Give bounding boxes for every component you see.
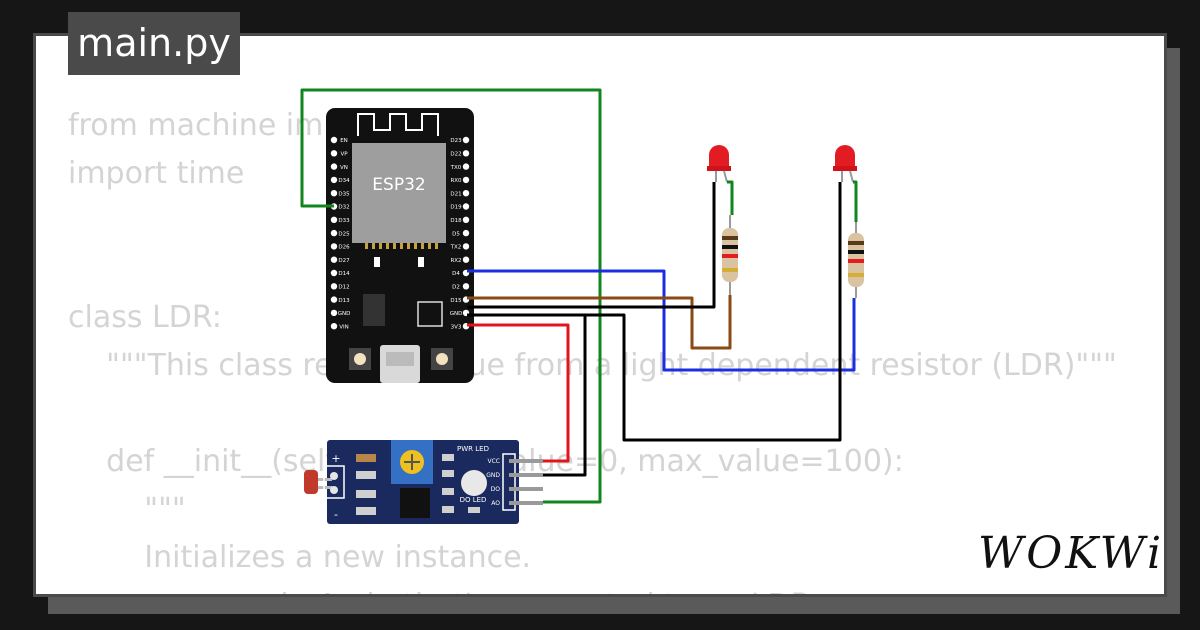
wire-black-gnd-to-module[interactable] bbox=[467, 313, 587, 477]
right-pin-label: TX0 bbox=[450, 165, 462, 171]
left-pin-label: VN bbox=[340, 165, 348, 171]
ldr-module[interactable]: + - PWR LED DO LED VCC GND DO AO bbox=[304, 440, 543, 524]
left-pin-vn[interactable] bbox=[330, 163, 338, 170]
right-pin-tx0[interactable] bbox=[462, 163, 470, 170]
resistor-1[interactable] bbox=[722, 215, 738, 295]
code-line: class LDR: bbox=[68, 300, 222, 335]
wire-green-d32-to-ao[interactable] bbox=[300, 88, 602, 504]
pwr-led bbox=[461, 470, 487, 496]
right-pin-rx2[interactable] bbox=[462, 256, 470, 263]
wire-black-gnd-to-led1[interactable] bbox=[467, 182, 716, 309]
file-tab[interactable]: main.py bbox=[68, 12, 240, 75]
right-pin-d21[interactable] bbox=[462, 190, 470, 197]
esp32-chip bbox=[352, 143, 446, 243]
voltage-regulator bbox=[363, 294, 385, 326]
right-pin-tx2[interactable] bbox=[462, 243, 470, 250]
left-pin-gnd[interactable] bbox=[330, 309, 338, 317]
right-pin-label: D18 bbox=[450, 218, 462, 224]
plus-label: + bbox=[331, 452, 340, 465]
left-pin-d12[interactable] bbox=[330, 283, 338, 290]
left-pin-label: D33 bbox=[338, 218, 350, 224]
right-pin-d19[interactable] bbox=[462, 203, 470, 210]
right-pin-d2[interactable] bbox=[462, 283, 470, 290]
pin-label-gnd: GND bbox=[486, 472, 500, 479]
right-pin-label: D15 bbox=[450, 298, 462, 304]
left-pin-d26[interactable] bbox=[330, 243, 338, 250]
right-pin-label: GND bbox=[450, 311, 463, 317]
left-pin-label: D35 bbox=[338, 191, 350, 197]
left-pin-vin[interactable] bbox=[330, 323, 338, 330]
left-pin-d27[interactable] bbox=[330, 256, 338, 263]
right-pin-label: D21 bbox=[450, 191, 461, 197]
left-pin-label: D34 bbox=[338, 178, 350, 184]
left-pin-d33[interactable] bbox=[330, 216, 338, 223]
left-pin-label: VP bbox=[340, 152, 348, 158]
left-pin-label: D26 bbox=[338, 245, 350, 251]
left-pin-d14[interactable] bbox=[330, 269, 338, 277]
usb-uart-chip bbox=[417, 301, 443, 327]
do-led-label: DO LED bbox=[460, 496, 487, 504]
pin-label-vcc: VCC bbox=[488, 458, 500, 465]
resistor-2[interactable] bbox=[848, 222, 864, 298]
right-pin-label: RX0 bbox=[450, 178, 462, 184]
right-pin-rx0[interactable] bbox=[462, 176, 470, 184]
esp32-board[interactable]: ESP32 ENVPVND34D35D32D33D25D26D27D14D12D… bbox=[326, 108, 474, 383]
code-line: """ bbox=[68, 492, 186, 527]
left-pin-label: D12 bbox=[338, 285, 349, 291]
left-pin-label: D27 bbox=[338, 258, 350, 264]
right-pin-d18[interactable] bbox=[462, 216, 470, 223]
pin-label-do: DO bbox=[491, 486, 501, 493]
led-2[interactable] bbox=[833, 145, 857, 183]
pin-label-ao: AO bbox=[491, 500, 500, 507]
wire-brown-d15-to-resistor1[interactable] bbox=[467, 295, 732, 350]
wire-green-led2[interactable] bbox=[853, 180, 858, 222]
chip-label: ESP32 bbox=[372, 175, 425, 195]
left-pin-en[interactable] bbox=[330, 136, 338, 144]
wire-green-led1[interactable] bbox=[727, 180, 734, 215]
code-line: Initializes a new instance. bbox=[68, 540, 532, 575]
left-pin-d35[interactable] bbox=[330, 190, 338, 197]
right-pin-d22[interactable] bbox=[462, 150, 470, 157]
right-pin-label: RX2 bbox=[450, 258, 461, 264]
left-pin-label: D13 bbox=[338, 298, 350, 304]
wire-red-3v3-to-vcc[interactable] bbox=[467, 323, 570, 463]
code-line: :param pin A pin that's connected to an … bbox=[68, 588, 820, 594]
left-pin-d25[interactable] bbox=[330, 229, 338, 237]
right-pin-label: TX2 bbox=[450, 245, 462, 251]
wokwi-logo: WOKWi bbox=[978, 528, 1165, 579]
left-pin-label: D32 bbox=[338, 205, 349, 211]
pwr-led-label: PWR LED bbox=[457, 445, 489, 453]
left-pin-vp[interactable] bbox=[330, 150, 338, 157]
wire-black-gnd-to-led2[interactable] bbox=[467, 182, 842, 442]
right-pin-label: D19 bbox=[450, 205, 462, 211]
left-pin-d34[interactable] bbox=[330, 176, 338, 184]
left-pin-label: D25 bbox=[338, 231, 350, 237]
right-pin-label: D22 bbox=[450, 152, 461, 158]
led-1[interactable] bbox=[707, 145, 731, 183]
right-pin-label: D2 bbox=[452, 285, 460, 291]
left-pin-label: D14 bbox=[338, 271, 350, 277]
right-pin-label: D23 bbox=[450, 138, 462, 144]
left-pin-d13[interactable] bbox=[330, 296, 338, 303]
left-pin-label: EN bbox=[340, 138, 348, 144]
left-pin-label: VIN bbox=[339, 324, 349, 330]
right-pin-label: D5 bbox=[452, 231, 460, 237]
right-pin-d5[interactable] bbox=[462, 229, 470, 237]
minus-label: - bbox=[334, 508, 338, 521]
right-pin-label: 3V3 bbox=[451, 324, 462, 330]
wire-blue-d4-to-resistor2[interactable] bbox=[467, 269, 856, 372]
code-line: import time bbox=[68, 156, 245, 191]
comparator-chip bbox=[400, 488, 430, 518]
right-pin-d23[interactable] bbox=[462, 136, 470, 144]
chip-castellations bbox=[365, 243, 438, 249]
left-pin-label: GND bbox=[338, 311, 351, 317]
photoresistor bbox=[304, 470, 318, 494]
right-pin-label: D4 bbox=[452, 271, 460, 277]
